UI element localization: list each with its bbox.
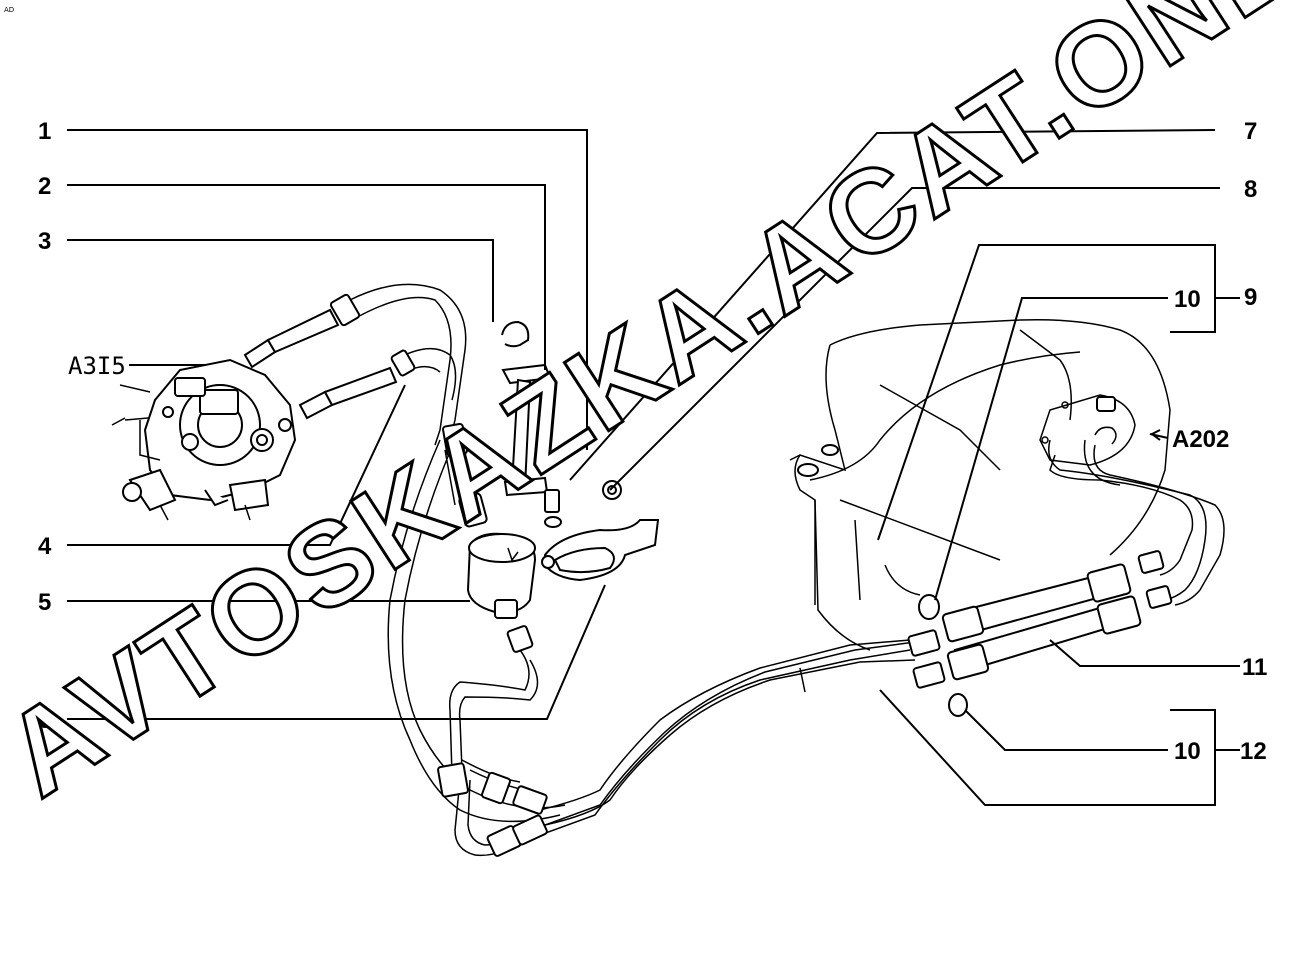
callout-5: 5 xyxy=(38,589,51,616)
callout-1: 1 xyxy=(38,118,51,145)
injector-unit xyxy=(111,308,398,521)
fuel-filter xyxy=(458,492,537,653)
callout-numbers: 1 2 3 4 5 6 7 8 9 10 10 11 12 xyxy=(38,118,1267,765)
leader-lines xyxy=(67,129,1240,806)
callout-9: 9 xyxy=(1244,284,1257,311)
fuel-tank xyxy=(789,318,1171,651)
line-fittings xyxy=(329,293,548,857)
callout-6: 6 xyxy=(38,707,51,734)
callout-4: 4 xyxy=(38,533,52,560)
callout-12: 12 xyxy=(1240,738,1267,765)
callout-10-upper: 10 xyxy=(1174,286,1201,313)
tank-connection-hoses xyxy=(907,550,1173,717)
ref-injector-unit: A3I5 xyxy=(68,352,126,380)
ref-fuel-tank: A202 xyxy=(1172,426,1229,453)
callout-7: 7 xyxy=(1244,118,1257,145)
callout-8: 8 xyxy=(1244,176,1257,203)
callout-10-lower: 10 xyxy=(1174,738,1201,765)
callout-2: 2 xyxy=(38,173,51,200)
callout-11: 11 xyxy=(1242,654,1267,681)
callout-3: 3 xyxy=(38,228,51,255)
mounting-parts xyxy=(501,320,660,582)
corner-mark: AD xyxy=(4,6,14,14)
tank-outlet-pipes xyxy=(1048,439,1225,606)
